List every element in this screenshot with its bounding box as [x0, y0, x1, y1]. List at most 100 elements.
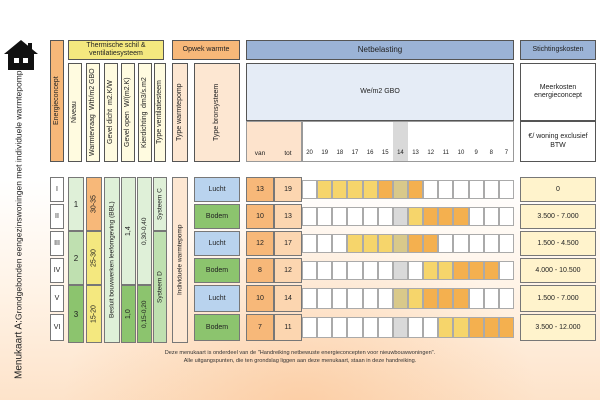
scale-cell — [362, 234, 378, 253]
scale-cell — [468, 207, 484, 226]
scale-cell — [408, 261, 424, 280]
concept-cell: III — [50, 231, 64, 256]
scale-cell — [302, 234, 318, 253]
meerkosten-header: Meerkosten energieconcept — [520, 63, 596, 121]
type-warmtepomp-header: Type warmtepomp — [172, 63, 188, 162]
scale-cell — [438, 261, 454, 280]
scale-cell — [302, 317, 318, 338]
scale-cell — [408, 288, 424, 309]
van-cell: 7 — [246, 314, 274, 341]
warmtevraag-header: Warmtevraag Wth/m2 GBO — [86, 63, 100, 162]
cost-cell: 3.500 - 12.000 — [520, 314, 596, 341]
scale-cell — [498, 207, 514, 226]
scale-cell — [483, 317, 499, 338]
tot-cell: 11 — [274, 314, 302, 341]
scale-cell — [332, 234, 348, 253]
scale-cell — [483, 261, 499, 280]
scale-area — [302, 121, 514, 162]
scale-cell — [347, 288, 363, 309]
scale-cell — [453, 234, 469, 253]
van-cell: 13 — [246, 177, 274, 202]
scale-cell — [408, 207, 424, 226]
scale-label: 9 — [474, 150, 478, 156]
warmtevraag-unit: Wth/m2 GBO — [88, 68, 96, 111]
bron-cell: Lucht — [194, 177, 240, 202]
gevel-open-1: 1,4 — [121, 177, 136, 285]
scale-cell — [498, 288, 514, 309]
gevel-open-label: Gevel open — [123, 111, 131, 148]
scale-cell — [377, 207, 393, 226]
side-title-line2: Grondgebonden eengezinswoningen met indi… — [13, 70, 24, 321]
tot-cell: 17 — [274, 231, 302, 256]
concept-cell: VI — [50, 314, 64, 341]
scale-cell — [347, 207, 363, 226]
scale-cell — [362, 288, 378, 309]
van-tot-header-bg — [246, 121, 302, 162]
scale-cell — [377, 261, 393, 280]
scale-label: 15 — [381, 150, 389, 156]
type-bron-header: Type bronsysteem — [194, 63, 240, 162]
scale-cell — [392, 288, 408, 309]
scale-cell — [332, 317, 348, 338]
scale-cell — [423, 288, 439, 309]
gevel-open-unit: W/(m2.K) — [123, 77, 131, 108]
scale-cell — [302, 261, 318, 280]
cost-cell: 3.500 - 7.000 — [520, 204, 596, 229]
kierdichting-header: Kierdichting dm3/s.m2 — [138, 63, 152, 162]
scale-cell — [483, 180, 499, 199]
niveau-3: 3 — [68, 285, 84, 343]
gevel-open-header: Gevel open W/(m2.K) — [121, 63, 135, 162]
scale-cell — [332, 261, 348, 280]
cost-cell: 1.500 - 4.500 — [520, 231, 596, 256]
van-cell: 8 — [246, 258, 274, 283]
bron-cell: Bodem — [194, 258, 240, 283]
warmtevraag-1: 30-35 — [86, 177, 102, 231]
scale-cell — [317, 261, 333, 280]
energieconcept-header: Energieconcept — [50, 40, 64, 162]
scale-cell — [317, 317, 333, 338]
scale-cell — [453, 207, 469, 226]
scale-cell — [377, 317, 393, 338]
scale-label: 11 — [442, 150, 449, 156]
kier-1: 0,30-0,40 — [137, 177, 152, 285]
scale-label: 18 — [336, 150, 344, 156]
scale-cell — [438, 317, 454, 338]
scale-cell — [362, 261, 378, 280]
scale-label: 20 — [306, 150, 313, 156]
scale-cell — [438, 288, 454, 309]
warmtevraag-3: 15-20 — [86, 285, 102, 343]
scale-cell — [423, 261, 439, 280]
scale-cell — [483, 207, 499, 226]
kier-2: 0,15-0,20 — [137, 285, 152, 343]
scale-cell — [438, 180, 454, 199]
scale-cell — [392, 261, 408, 280]
scale-cell — [498, 234, 514, 253]
scale-cell — [347, 317, 363, 338]
scale-cell — [332, 207, 348, 226]
scale-label: 10 — [457, 150, 465, 156]
scale-label: 12 — [427, 150, 435, 156]
scale-cell — [302, 180, 318, 199]
scale-grey-column — [392, 122, 408, 161]
scale-cell — [453, 261, 469, 280]
scale-cell — [392, 180, 408, 199]
niveau-2: 2 — [68, 231, 84, 285]
scale-cell — [468, 317, 484, 338]
scale-cell — [498, 317, 514, 338]
thermisch-header: Thermische schil & ventilatiesysteem — [68, 40, 164, 60]
bron-cell: Bodem — [194, 314, 240, 341]
scale-cell — [423, 317, 439, 338]
scale-cell — [347, 261, 363, 280]
scale-cell — [347, 234, 363, 253]
bron-cell: Lucht — [194, 285, 240, 312]
scale-cell — [468, 288, 484, 309]
tot-cell: 12 — [274, 258, 302, 283]
scale-cell — [453, 317, 469, 338]
scale-cell — [317, 207, 333, 226]
wm2-header: We/m2 GBO — [246, 63, 514, 121]
tot-cell: 19 — [274, 177, 302, 202]
per-woning-header: €/ woning exclusief BTW — [520, 121, 596, 162]
scale-label: 7 — [504, 150, 509, 156]
scale-cell — [377, 288, 393, 309]
scale-cell — [438, 207, 454, 226]
